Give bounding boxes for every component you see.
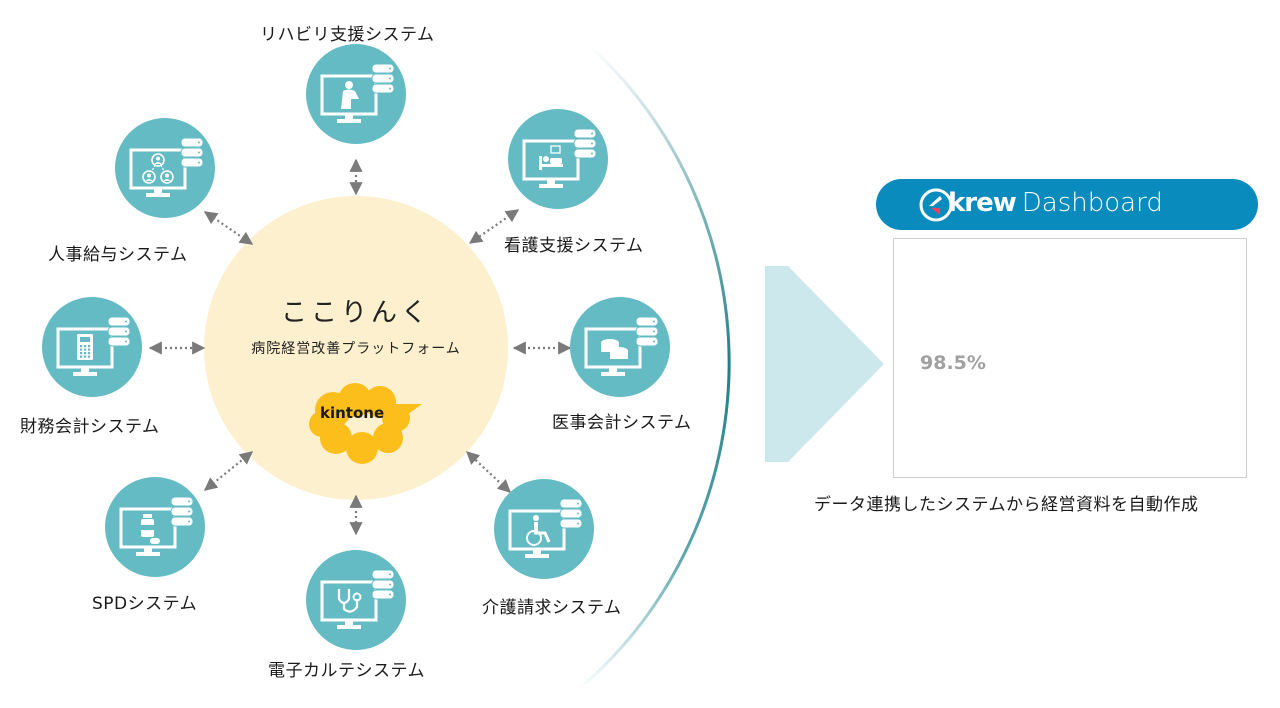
medicine-bottle-icon <box>141 514 160 544</box>
wheelchair-icon <box>526 515 551 546</box>
flow-arrow <box>765 266 884 462</box>
connector-care-billing <box>466 451 511 493</box>
stethoscope-icon <box>337 589 362 613</box>
monitor-icon <box>584 327 642 376</box>
system-node-hr-payroll <box>115 118 215 218</box>
system-node-emr <box>306 550 406 650</box>
database-icon <box>559 498 583 529</box>
coins-icon <box>601 339 628 359</box>
system-node-spd <box>105 477 205 577</box>
monitor-icon <box>320 580 378 629</box>
platform-circle <box>204 196 508 500</box>
org-chart-icon <box>142 153 174 184</box>
hospital-bed-icon <box>539 145 563 170</box>
krew-brand-rest: Dashboard <box>1021 188 1163 218</box>
monitor-icon <box>129 148 187 197</box>
system-label-rehab: リハビリ支援システム <box>260 25 435 45</box>
platform-subtitle: 病院経営改善プラットフォーム <box>251 341 461 357</box>
database-icon <box>170 496 194 527</box>
connectors <box>148 158 572 536</box>
rehabilitation-patient-icon <box>341 81 359 109</box>
system-label-care-billing: 介護請求システム <box>482 598 622 618</box>
database-icon <box>107 316 131 347</box>
database-icon <box>180 137 204 168</box>
monitor-icon <box>508 509 566 558</box>
database-icon <box>635 316 659 347</box>
system-label-nursing: 看護支援システム <box>504 236 644 256</box>
monitor-icon <box>56 327 114 376</box>
dashboard-caption: データ連携したシステムから経営資料を自動作成 <box>814 495 1199 515</box>
system-node-care-billing <box>494 479 594 579</box>
system-label-emr: 電子カルテシステム <box>268 661 425 681</box>
system-label-finance: 財務会計システム <box>20 417 160 437</box>
system-label-hr-payroll: 人事給与システム <box>48 245 188 265</box>
krew-brand-bold: krew <box>948 188 1017 218</box>
system-node-medical-billing <box>570 297 670 397</box>
system-node-finance <box>42 297 142 397</box>
database-icon <box>573 128 597 159</box>
connector-hr-payroll <box>203 211 254 245</box>
krew-logo-icon <box>919 188 953 222</box>
kintone-logo-text: kintone <box>320 404 385 422</box>
gauge-value: 98.5% <box>920 352 986 374</box>
platform-title: ここりんく <box>280 298 431 328</box>
calculator-icon <box>77 334 93 360</box>
system-label-spd: SPDシステム <box>92 594 198 614</box>
krew-dashboard-banner <box>876 179 1258 230</box>
dashboard-preview-frame <box>893 238 1247 478</box>
connector-spd <box>203 451 254 491</box>
kintone-cloud-icon <box>309 383 422 464</box>
monitor-icon <box>119 507 177 556</box>
system-label-medical-billing: 医事会計システム <box>552 413 692 433</box>
system-node-nursing <box>508 109 608 209</box>
system-node-rehab <box>306 44 406 144</box>
monitor-icon <box>320 74 378 123</box>
monitor-icon <box>522 139 580 188</box>
boundary-arc <box>577 44 731 692</box>
database-icon <box>371 569 395 600</box>
database-icon <box>371 63 395 94</box>
